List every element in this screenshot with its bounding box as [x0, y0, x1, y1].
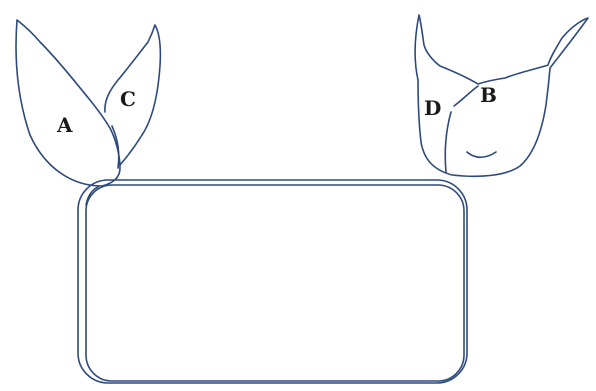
- label-d: D: [424, 96, 441, 120]
- right-inner-line-upper: [454, 86, 478, 106]
- right-shape: D B: [415, 15, 588, 176]
- left-inner-fold: [112, 126, 119, 168]
- central-box: [78, 180, 467, 383]
- left-shape: A C: [16, 20, 160, 205]
- label-c: C: [120, 87, 136, 111]
- right-inner-line-lower: [445, 112, 451, 172]
- label-b: B: [480, 83, 497, 107]
- label-a: A: [56, 113, 73, 137]
- left-lobe-a: [16, 20, 120, 186]
- right-small-mark: [467, 152, 496, 157]
- central-box-inner: [86, 185, 464, 381]
- central-box-outer: [78, 180, 467, 383]
